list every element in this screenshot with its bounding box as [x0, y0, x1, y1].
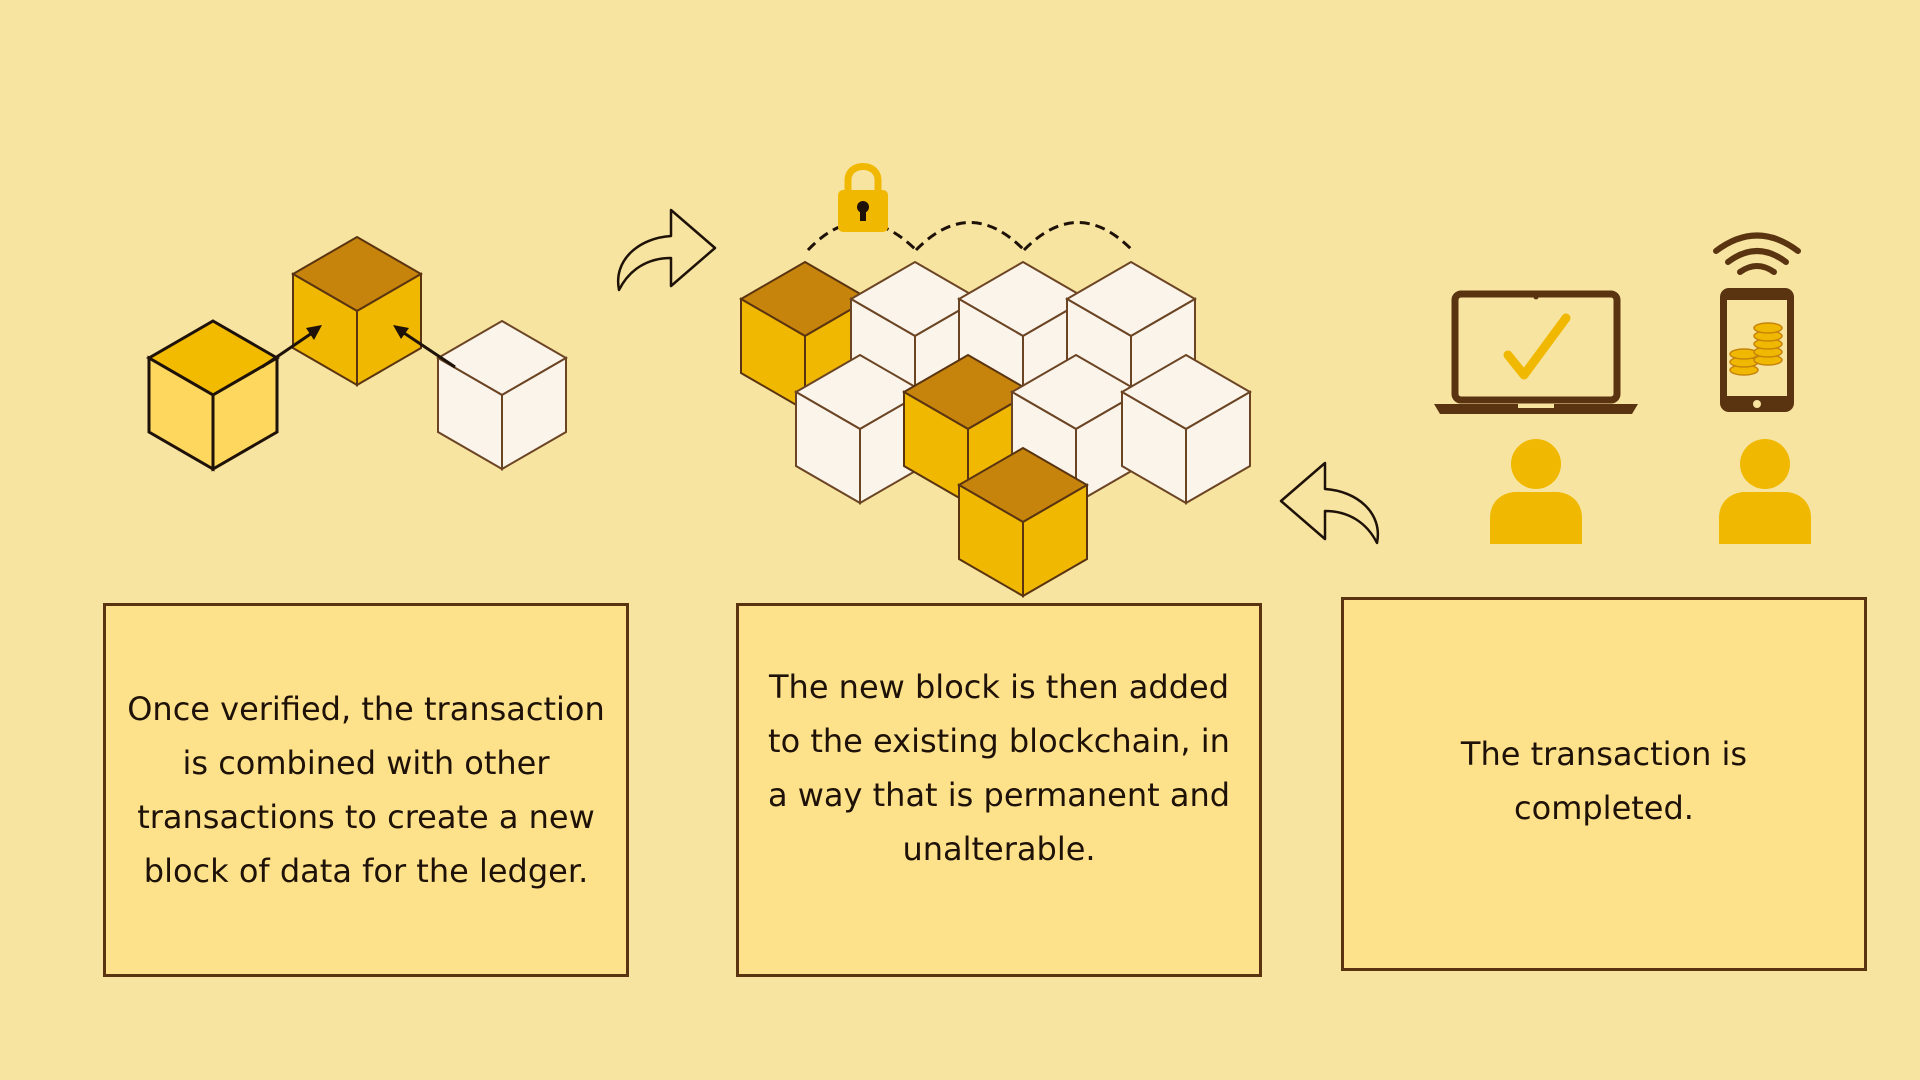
step3-caption-box: The transaction is completed.: [1341, 597, 1867, 971]
arrow-icon: [1279, 461, 1380, 545]
checkmark-icon: [1503, 313, 1571, 380]
lock-icon: [838, 163, 888, 232]
wifi-icon: [1713, 232, 1801, 275]
step1-caption: Once verified, the transaction is combin…: [127, 690, 605, 890]
block-icon: [437, 320, 567, 470]
block-icon: [147, 319, 279, 471]
block-icon: [292, 236, 422, 386]
step1-illustration: [147, 236, 567, 471]
step2-illustration: [740, 163, 1251, 597]
laptop-icon: [1434, 290, 1638, 414]
user-icon: [1719, 439, 1811, 544]
coins-icon: [1729, 322, 1783, 376]
arrow-icon: [393, 325, 456, 369]
arrow-icon: [261, 325, 322, 369]
step3-caption: The transaction is completed.: [1460, 735, 1748, 827]
arrow-icon: [616, 208, 717, 292]
step2-caption: The new block is then added to the exist…: [767, 668, 1231, 868]
user-icon: [1490, 439, 1582, 544]
step2-caption-box: The new block is then added to the exist…: [736, 603, 1262, 977]
step3-illustration: [1434, 232, 1811, 544]
step1-caption-box: Once verified, the transaction is combin…: [103, 603, 629, 977]
